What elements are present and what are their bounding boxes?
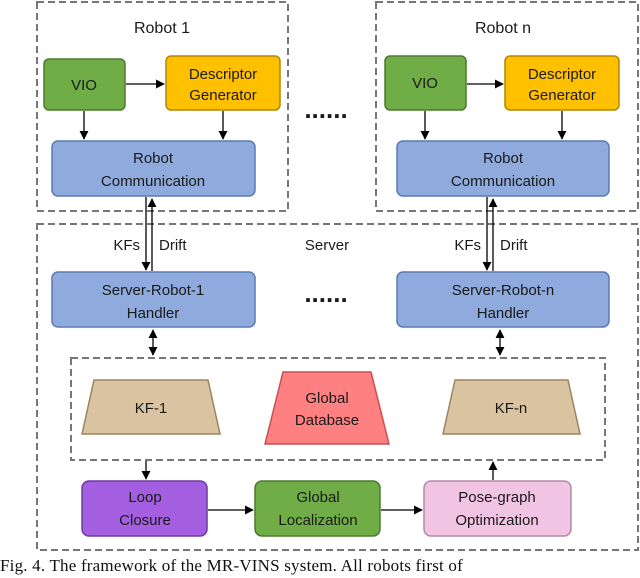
- server-group: [36, 223, 639, 551]
- global-localization-node: [254, 480, 381, 537]
- descriptor-label-robot-n-line1: Descriptor: [528, 66, 596, 83]
- keyframe-n-node: [442, 379, 581, 435]
- comm-label-robot-1-line1: Robot: [133, 150, 174, 167]
- descriptor-label-robot-1-line1: Descriptor: [189, 66, 257, 83]
- comm-label-robot-1-line2: Communication: [101, 173, 205, 190]
- loop-closure-label-line2: Closure: [119, 512, 171, 529]
- comm-label-robot-n-line2: Communication: [451, 173, 555, 190]
- robot-1-title: Robot 1: [134, 20, 190, 37]
- loop-closure-node: [81, 480, 208, 537]
- robot-n-title: Robot n: [475, 20, 531, 37]
- server-title: Server: [305, 237, 349, 254]
- handler-n-label-line2: Handler: [477, 305, 530, 322]
- global-localization-label-line1: Global: [296, 489, 339, 506]
- keyframe-1-node: [81, 379, 221, 435]
- keyframe-n-label: KF-n: [495, 400, 528, 417]
- descriptor-generator-node-robot-1: [165, 55, 281, 111]
- pose-graph-label-line1: Pose-graph: [458, 489, 536, 506]
- robot-n-group: [375, 1, 639, 212]
- drift-label-left: Drift: [159, 237, 187, 254]
- drift-label-right: Drift: [500, 237, 528, 254]
- keyframe-database-group: [70, 357, 606, 461]
- keyframe-1-label: KF-1: [135, 400, 168, 417]
- handler-1-label-line2: Handler: [127, 305, 180, 322]
- server-robot-1-handler-node: [51, 271, 256, 328]
- vio-label-robot-n: VIO: [412, 75, 438, 92]
- kfs-label-left: KFs: [113, 237, 140, 254]
- ellipsis-handlers: ......: [304, 278, 347, 308]
- robot-1-group: [36, 1, 289, 212]
- descriptor-label-robot-n-line2: Generator: [528, 87, 596, 104]
- handler-1-label-line1: Server-Robot-1: [102, 282, 205, 299]
- pose-graph-label-line2: Optimization: [455, 512, 538, 529]
- ellipsis-robots: ......: [304, 94, 347, 124]
- server-robot-n-handler-node: [396, 271, 610, 328]
- vio-node-robot-1: [43, 58, 126, 111]
- database-label-line2: Database: [295, 412, 359, 429]
- figure-caption: Fig. 4. The framework of the MR-VINS sys…: [0, 556, 463, 575]
- vio-node-robot-n: [384, 55, 467, 111]
- loop-closure-label-line1: Loop: [128, 489, 161, 506]
- global-database-node: [264, 371, 390, 445]
- robot-communication-node-robot-1: [51, 140, 256, 197]
- comm-label-robot-n-line1: Robot: [483, 150, 524, 167]
- handler-n-label-line1: Server-Robot-n: [452, 282, 555, 299]
- global-localization-label-line2: Localization: [278, 512, 357, 529]
- robot-communication-node-robot-n: [396, 140, 610, 197]
- vio-label-robot-1: VIO: [71, 77, 97, 94]
- kfs-label-right: KFs: [454, 237, 481, 254]
- descriptor-label-robot-1-line2: Generator: [189, 87, 257, 104]
- pose-graph-optimization-node: [423, 480, 572, 537]
- database-label-line1: Global: [305, 390, 348, 407]
- descriptor-generator-node-robot-n: [504, 55, 620, 111]
